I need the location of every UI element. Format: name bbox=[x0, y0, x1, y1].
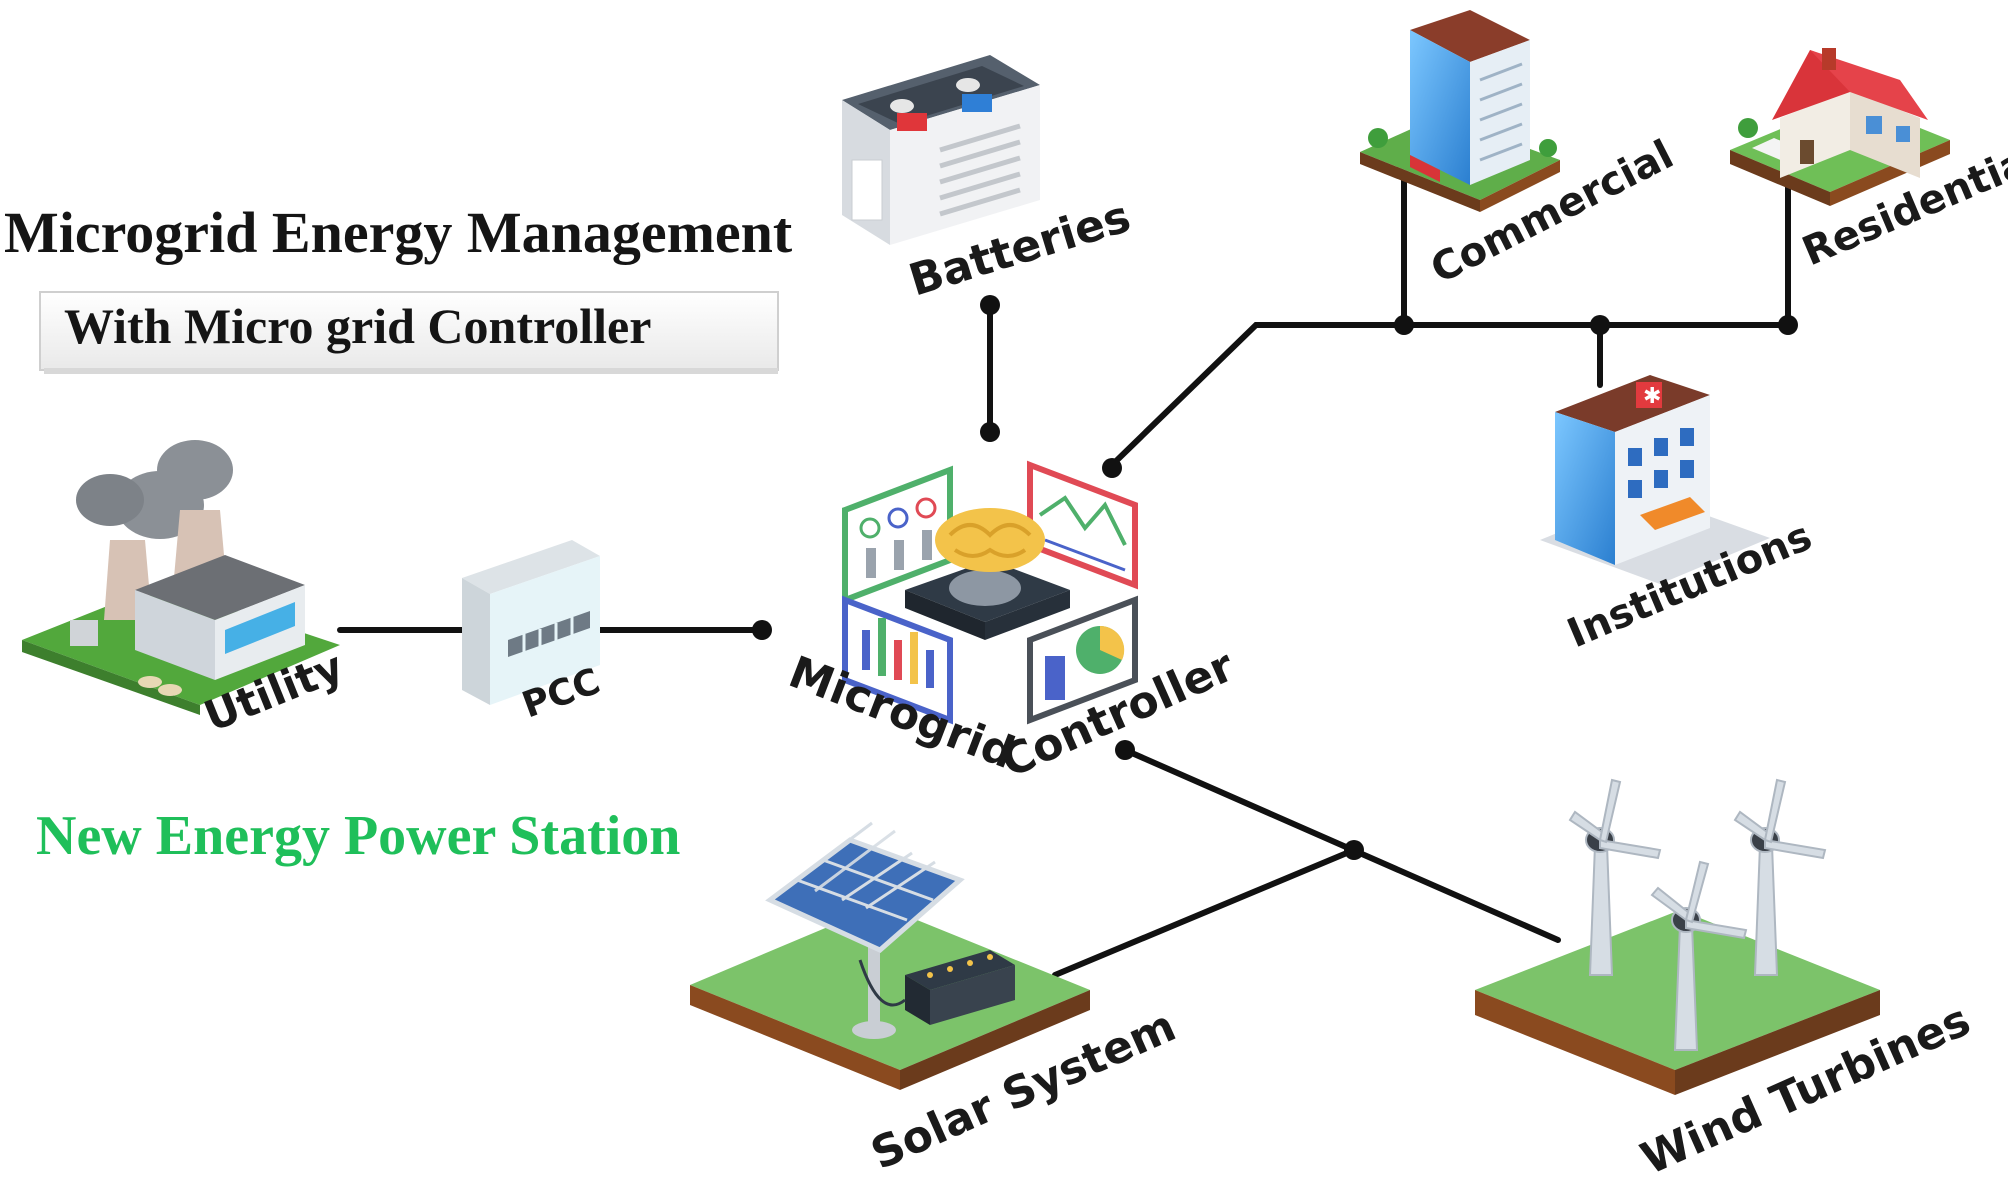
connection-nodes bbox=[752, 295, 1798, 860]
subtitle-box bbox=[39, 291, 779, 374]
switchgear-icon bbox=[462, 540, 600, 705]
wind-turbine-icon bbox=[1475, 778, 1880, 1095]
diagram-subtitle: With Micro grid Controller bbox=[64, 298, 651, 354]
station-title: New Energy Power Station bbox=[36, 805, 680, 867]
commercial-building-icon bbox=[1360, 10, 1560, 212]
solar-panel-icon bbox=[690, 821, 1090, 1090]
power-plant-icon bbox=[22, 440, 340, 715]
hospital-icon: ✱ bbox=[1540, 375, 1770, 584]
battery-icon bbox=[842, 55, 1040, 245]
controller-chip-icon bbox=[842, 460, 1138, 725]
diagram-title: Microgrid Energy Management bbox=[4, 200, 793, 265]
connection-lines bbox=[337, 172, 1791, 978]
svg-text:✱: ✱ bbox=[1643, 384, 1661, 409]
house-icon bbox=[1730, 48, 1950, 206]
